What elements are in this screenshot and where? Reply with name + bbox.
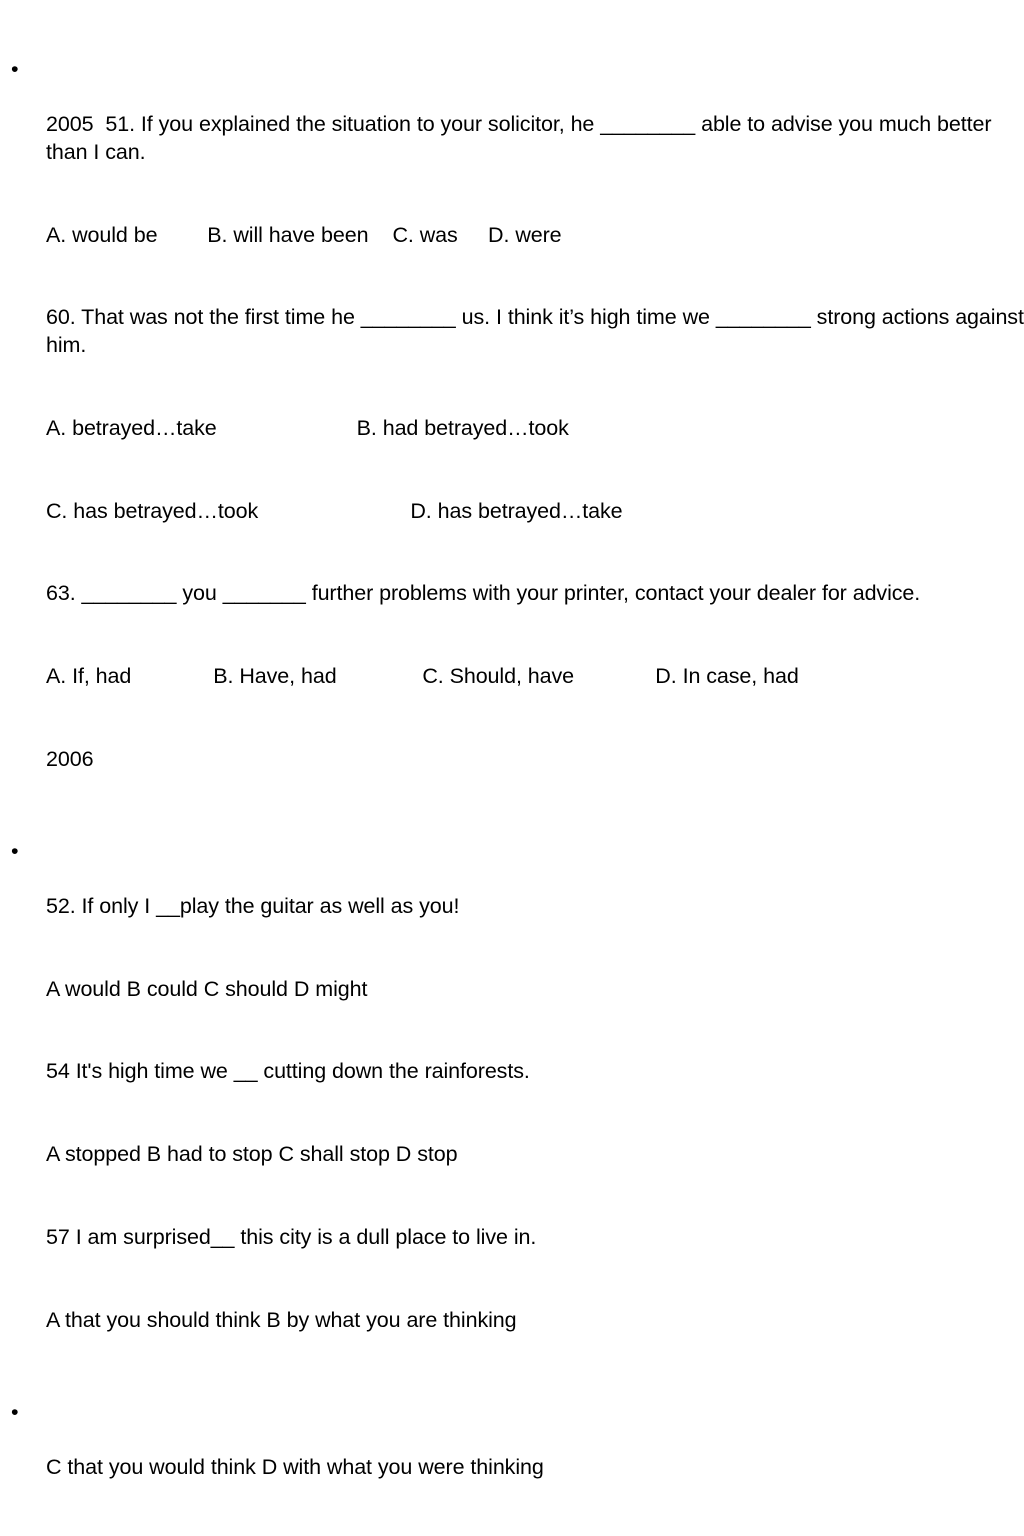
text-line: 54 It's high time we __ cutting down the… [46, 1058, 1024, 1086]
list-item: • 2005 51. If you explained the situatio… [0, 56, 1024, 829]
list-item: • 52. If only I __play the guitar as wel… [0, 838, 1024, 1390]
text-line: A. betrayed…take B. had betrayed…took [46, 415, 1024, 443]
bullet-icon: • [11, 1399, 25, 1427]
bullet-list: • 2005 51. If you explained the situatio… [0, 56, 1024, 1536]
list-item: • C that you would think D with what you… [0, 1399, 1024, 1536]
text-line: 52. If only I __play the guitar as well … [46, 893, 1024, 921]
text-line: A would B could C should D might [46, 976, 1024, 1004]
text-line: 57 I am surprised__ this city is a dull … [46, 1224, 1024, 1252]
bullet-icon: • [11, 56, 25, 84]
text-line: A. would be B. will have been C. was D. … [46, 222, 1024, 250]
list-item-text: 2005 51. If you explained the situation … [46, 56, 1024, 829]
bullet-icon: • [11, 838, 25, 866]
text-line: A. If, had B. Have, had C. Should, have … [46, 663, 1024, 691]
list-item-text: 52. If only I __play the guitar as well … [46, 838, 1024, 1390]
slide-canvas: • 2005 51. If you explained the situatio… [0, 0, 1024, 768]
text-line: 63. ________ you _______ further problem… [46, 580, 1024, 608]
text-line: C. has betrayed…took D. has betrayed…tak… [46, 498, 1024, 526]
text-line: A that you should think B by what you ar… [46, 1307, 1024, 1335]
text-line: C that you would think D with what you w… [46, 1454, 1024, 1482]
text-line: A stopped B had to stop C shall stop D s… [46, 1141, 1024, 1169]
list-item-text: C that you would think D with what you w… [46, 1399, 1024, 1536]
text-line: 2006 [46, 746, 1024, 774]
text-line: 2005 51. If you explained the situation … [46, 111, 1024, 166]
text-line: 60. That was not the first time he _____… [46, 304, 1024, 359]
